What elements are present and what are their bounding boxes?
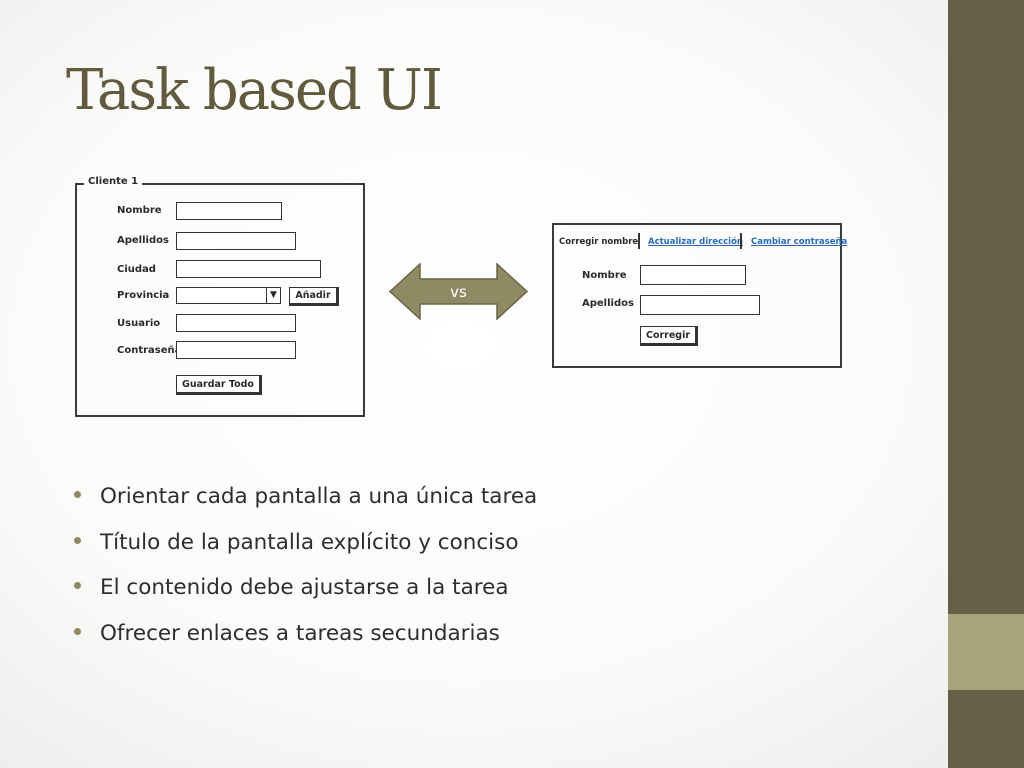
mockup-legend: Cliente 1 bbox=[84, 176, 143, 187]
bullet-item: Orientar cada pantalla a una única tarea bbox=[74, 482, 537, 528]
bullet-text: Orientar cada pantalla a una única tarea bbox=[100, 484, 538, 509]
tab-actualizar-direccion[interactable]: Actualizar dirección bbox=[648, 237, 743, 247]
double-arrow-icon bbox=[389, 263, 528, 320]
label-apellidos: Apellidos bbox=[582, 298, 634, 309]
bullet-dot-icon bbox=[74, 582, 81, 589]
bullet-text: Título de la pantalla explícito y concis… bbox=[100, 529, 519, 555]
correct-button[interactable]: Corregir bbox=[640, 326, 698, 346]
tab-separator bbox=[638, 233, 640, 249]
bullet-item: Título de la pantalla explícito y concis… bbox=[74, 528, 537, 574]
bullet-dot-icon bbox=[74, 627, 81, 635]
bullet-text: Ofrecer enlaces a tareas secundarias bbox=[100, 620, 500, 646]
mockup-task-form: Corregir nombre Actualizar dirección Cam… bbox=[552, 223, 847, 368]
add-button[interactable]: Añadir bbox=[289, 287, 339, 306]
tab-cambiar-contrasena[interactable]: Cambiar contraseña bbox=[751, 237, 848, 247]
mockup-frame bbox=[552, 223, 842, 368]
label-nombre: Nombre bbox=[582, 270, 627, 281]
slide-title: Task based UI bbox=[66, 58, 443, 123]
bullet-list: Orientar cada pantalla a una única tarea… bbox=[74, 482, 537, 664]
label-ciudad: Ciudad bbox=[117, 264, 156, 275]
input-ciudad[interactable] bbox=[176, 260, 321, 278]
label-contrasena: Contraseña bbox=[117, 345, 182, 356]
input-contrasena[interactable] bbox=[176, 341, 296, 359]
bullet-text: El contenido debe ajustarse a la tarea bbox=[100, 575, 509, 600]
save-all-button[interactable]: Guardar Todo bbox=[176, 375, 262, 395]
mockup-frame bbox=[75, 183, 365, 417]
input-nombre[interactable] bbox=[176, 202, 282, 220]
label-nombre: Nombre bbox=[117, 205, 162, 216]
bullet-dot-icon bbox=[74, 536, 81, 544]
label-apellidos: Apellidos bbox=[117, 235, 169, 246]
side-accent-block bbox=[948, 614, 1024, 690]
tab-separator bbox=[740, 233, 742, 249]
bullet-item: El contenido debe ajustarse a la tarea bbox=[74, 573, 537, 619]
label-usuario: Usuario bbox=[117, 318, 161, 329]
bullet-item: Ofrecer enlaces a tareas secundarias bbox=[74, 619, 537, 665]
input-nombre[interactable] bbox=[640, 265, 746, 285]
label-provincia: Provincia bbox=[117, 290, 170, 301]
vs-label: vs bbox=[450, 283, 467, 301]
input-usuario[interactable] bbox=[176, 314, 296, 332]
input-apellidos[interactable] bbox=[640, 295, 760, 315]
bullet-dot-icon bbox=[74, 491, 81, 498]
tab-corregir-nombre[interactable]: Corregir nombre bbox=[559, 237, 639, 247]
select-provincia[interactable]: ▼ bbox=[176, 287, 281, 304]
dropdown-arrow-icon: ▼ bbox=[266, 288, 280, 303]
input-apellidos[interactable] bbox=[176, 232, 296, 250]
mockup-full-form: Cliente 1 Nombre Apellidos Ciudad Provin… bbox=[75, 176, 365, 417]
